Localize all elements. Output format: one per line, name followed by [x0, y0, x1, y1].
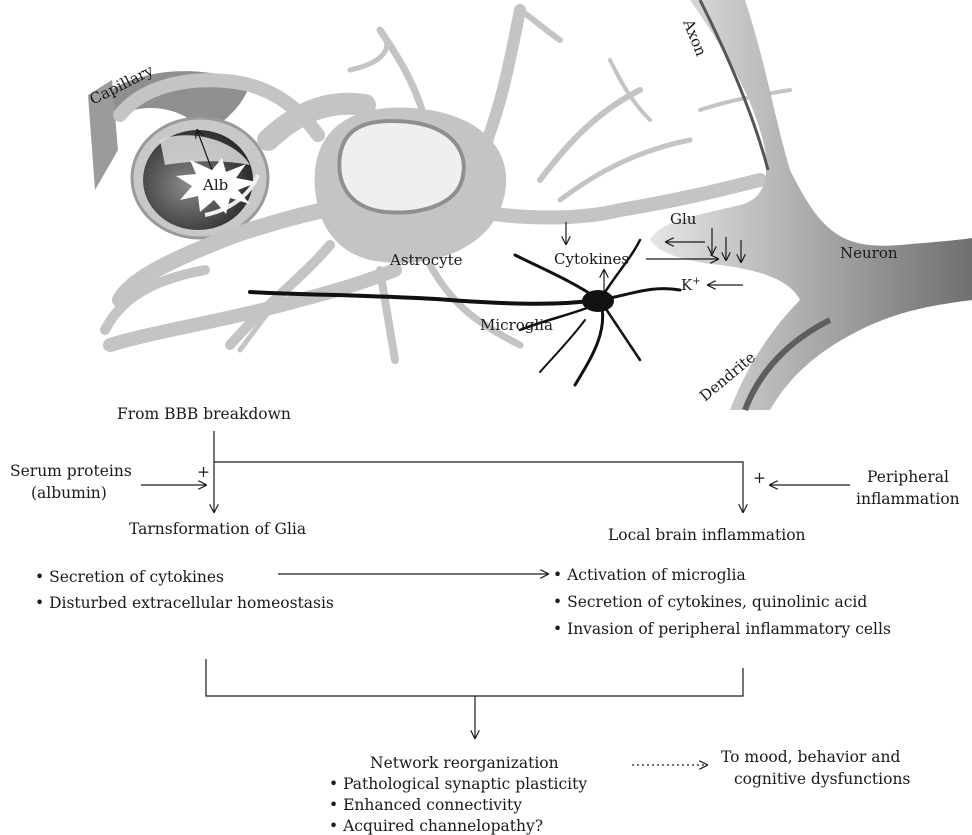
k-plus-text: K — [681, 276, 693, 294]
serum-proteins-line2: (albumin) — [31, 484, 107, 502]
peripheral-inflammation-line1: Peripheral — [867, 468, 949, 486]
bbb-to-local-arrow — [214, 462, 743, 512]
microglia-soma — [582, 290, 614, 312]
peripheral-inflammation-line2: inflammation — [856, 490, 960, 508]
alb-label: Alb — [202, 176, 228, 194]
network-item-3: • Acquired channelopathy? — [329, 817, 543, 835]
local-inflammation-title: Local brain inflammation — [608, 526, 806, 544]
k-plus-superscript: + — [692, 276, 700, 287]
astrocyte-label: Astrocyte — [389, 251, 463, 269]
network-item-1: • Pathological synaptic plasticity — [329, 775, 587, 793]
network-item-2: • Enhanced connectivity — [329, 796, 522, 814]
outcome-line2: cognitive dysfunctions — [734, 770, 910, 788]
outcome-line1: To mood, behavior and — [721, 748, 900, 766]
network-title: Network reorganization — [370, 754, 559, 772]
cytokines-label: Cytokines — [554, 250, 629, 268]
glia-item-2: • Disturbed extracellular homeostasis — [35, 594, 334, 612]
plus-sign-local: + — [753, 469, 766, 487]
serum-proteins-line1: Serum proteins — [10, 462, 132, 480]
glia-transformation-title: Tarnsformation of Glia — [129, 520, 306, 538]
plus-sign-glia: + — [197, 463, 210, 481]
bbb-breakdown-label: From BBB breakdown — [117, 405, 291, 423]
local-item-3: • Invasion of peripheral inflammatory ce… — [553, 620, 891, 638]
astrocyte-nucleus — [339, 121, 463, 213]
merge-bracket — [206, 659, 743, 696]
local-item-2: • Secretion of cytokines, quinolinic aci… — [553, 593, 867, 611]
k-plus-label: K+ — [681, 276, 701, 294]
microglia-label: Microglia — [480, 316, 553, 334]
cell-illustration — [88, 0, 972, 410]
local-item-1: • Activation of microglia — [553, 566, 746, 584]
neuron-shape — [650, 0, 972, 410]
neuron-label: Neuron — [840, 244, 898, 262]
glu-label: Glu — [670, 210, 697, 228]
glia-item-1: • Secretion of cytokines — [35, 568, 224, 586]
